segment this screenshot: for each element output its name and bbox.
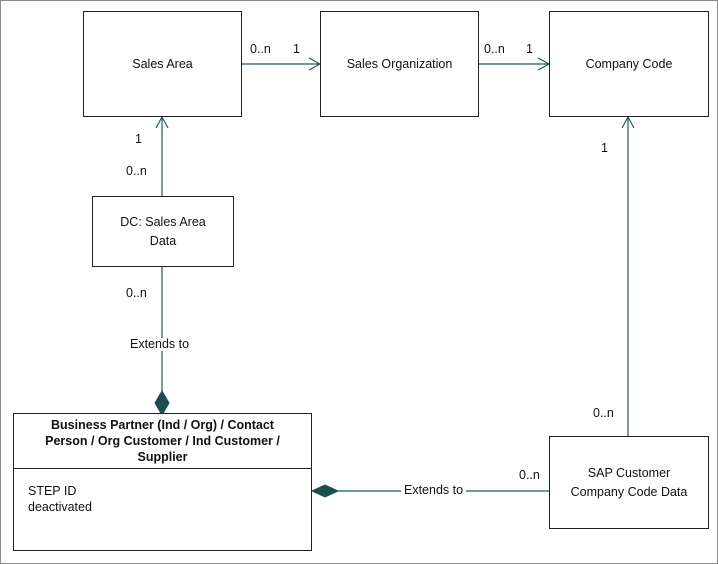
entity-dc-sales-area-label-line1: DC: Sales Area: [120, 215, 206, 230]
bp-attribute: STEP ID: [28, 484, 77, 498]
mult-sapcustomer-companycode-target: 1: [601, 141, 608, 155]
mult-sapcustomer-companycode-source: 0..n: [593, 406, 614, 420]
connector-lines: [155, 57, 635, 492]
mult-salesorg-companycode-source: 0..n: [484, 42, 505, 56]
bp-title-line2: Person / Org Customer / Ind Customer /: [45, 433, 280, 448]
entity-business-partner[interactable]: Business Partner (Ind / Org) / Contact P…: [13, 413, 312, 551]
mult-sapcustomer-bp: 0..n: [519, 468, 540, 482]
mult-dc-salesarea-target: 1: [135, 132, 142, 146]
mult-salesarea-salesorg-source: 0..n: [250, 42, 271, 56]
mult-bp-dc: 0..n: [126, 286, 147, 300]
entity-sap-customer-label-line1: SAP Customer: [587, 466, 671, 481]
mult-salesorg-companycode-target: 1: [526, 42, 533, 56]
entity-business-partner-title: Business Partner (Ind / Org) / Contact P…: [14, 414, 311, 469]
entity-sales-area[interactable]: Sales Area: [83, 11, 242, 117]
entity-sales-area-label: Sales Area: [132, 56, 193, 71]
arrowhead-companycode-bottom: [621, 115, 635, 129]
bp-attribute: deactivated: [28, 500, 92, 515]
bp-title-line1: Business Partner (Ind / Org) / Contact: [51, 417, 274, 432]
entity-company-code[interactable]: Company Code: [549, 11, 709, 117]
bp-title-line3: Supplier: [137, 450, 188, 465]
composition-diamond-top: [154, 390, 170, 416]
relation-label-bp-dc: Extends to: [127, 338, 193, 351]
entity-sales-organization-label: Sales Organization: [346, 56, 453, 71]
entity-sap-customer-company-code-data[interactable]: SAP Customer Company Code Data: [549, 436, 709, 529]
entity-company-code-label: Company Code: [585, 56, 673, 71]
entity-business-partner-attributes: STEP ID deactivated: [14, 469, 311, 530]
entity-sales-organization[interactable]: Sales Organization: [320, 11, 479, 117]
composition-diamond-right: [310, 484, 340, 498]
entity-dc-sales-area-label-line2: Data: [149, 233, 177, 248]
entity-sap-customer-label-line2: Company Code Data: [570, 484, 688, 499]
arrowhead-salesarea: [155, 115, 169, 129]
mult-dc-salesarea-source: 0..n: [126, 164, 147, 178]
entity-dc-sales-area-data[interactable]: DC: Sales Area Data: [92, 196, 234, 267]
relation-label-bp-sapcustomer: Extends to: [401, 484, 467, 497]
mult-salesarea-salesorg-target: 1: [293, 42, 300, 56]
